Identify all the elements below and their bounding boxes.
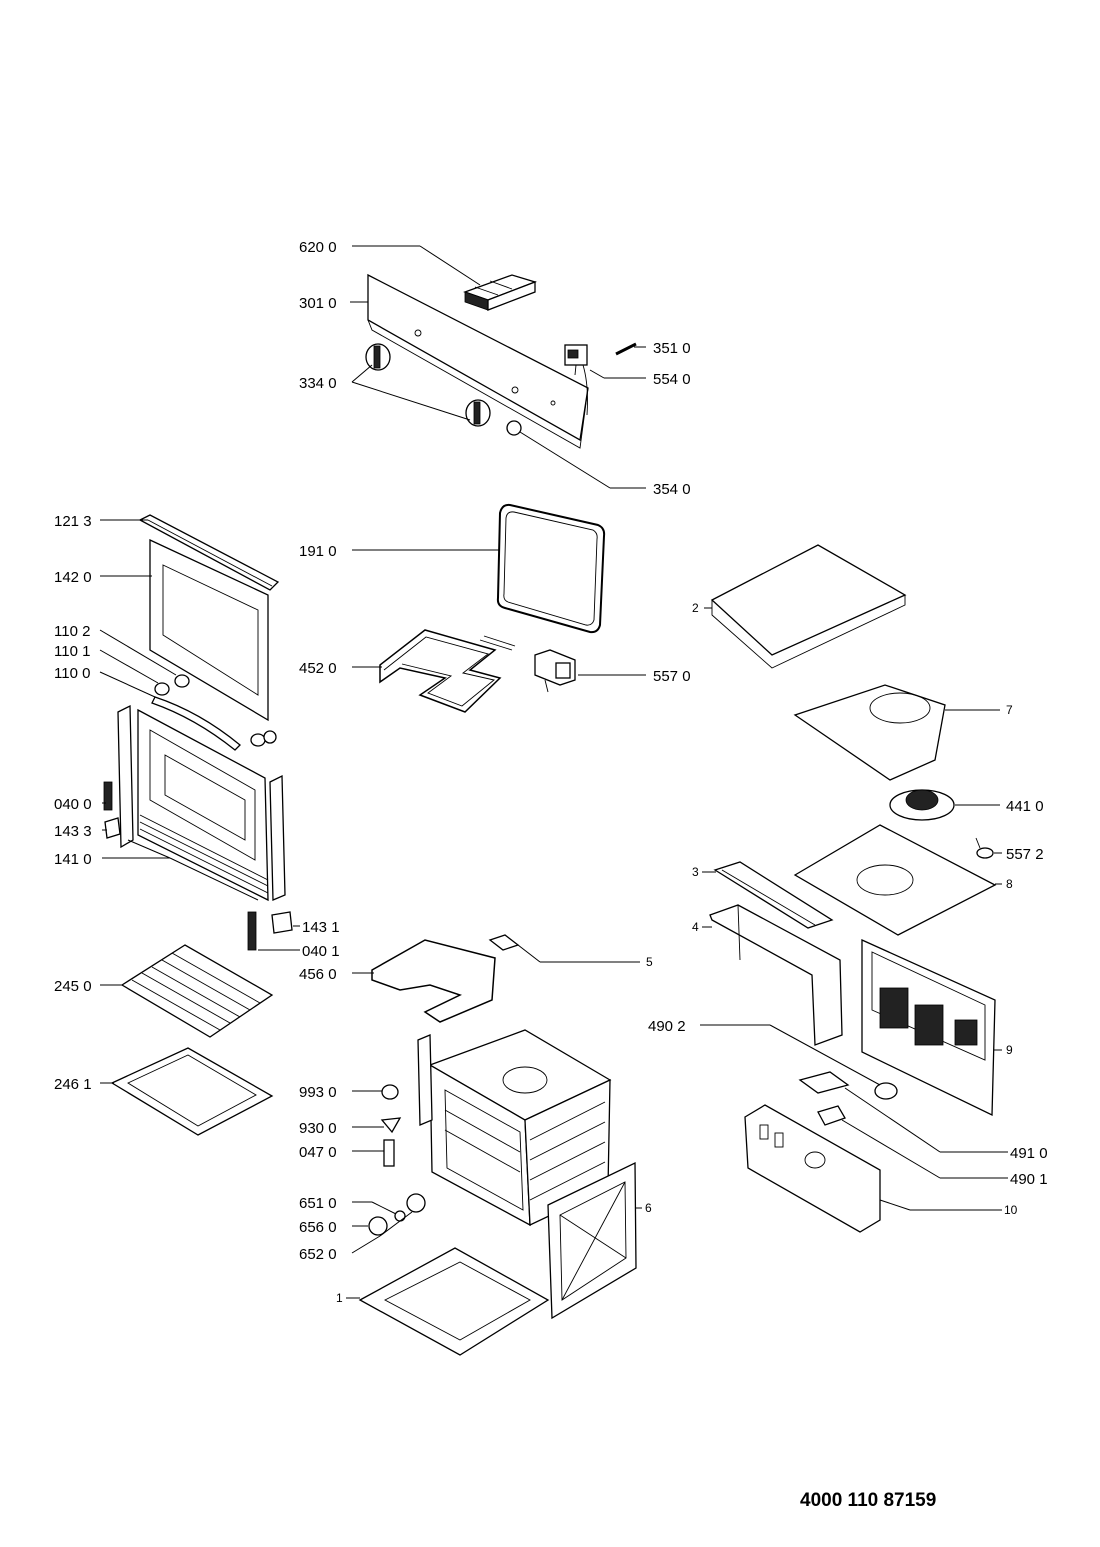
terminal-block bbox=[463, 274, 538, 311]
lower-element bbox=[371, 934, 520, 1023]
label-110-0: 110 0 bbox=[54, 665, 90, 682]
bottom-panel bbox=[358, 1247, 550, 1356]
label-191-0: 191 0 bbox=[299, 543, 337, 560]
label-334-0: 334 0 bbox=[299, 375, 337, 392]
outer-door-glass bbox=[149, 538, 269, 722]
label-5: 5 bbox=[646, 955, 653, 969]
label-490-1: 490 1 bbox=[1010, 1171, 1048, 1188]
door-seal bbox=[496, 503, 606, 634]
label-8: 8 bbox=[1006, 877, 1013, 891]
fan-duct bbox=[793, 684, 946, 781]
top-rail bbox=[713, 861, 834, 929]
label-930-0: 930 0 bbox=[299, 1120, 337, 1137]
label-047-0: 047 0 bbox=[299, 1144, 337, 1161]
knob-base bbox=[406, 1193, 426, 1213]
label-491-0: 491 0 bbox=[1010, 1145, 1048, 1162]
label-651-0: 651 0 bbox=[299, 1195, 337, 1212]
front-panel-frame bbox=[744, 1104, 881, 1233]
label-456-0: 456 0 bbox=[299, 966, 337, 983]
control-knob-upper bbox=[365, 343, 391, 371]
back-panel bbox=[861, 938, 996, 1117]
label-143-1: 143 1 bbox=[302, 919, 340, 936]
label-6: 6 bbox=[645, 1201, 652, 1215]
oven-thermostat bbox=[534, 649, 576, 693]
rear-insulation-panel bbox=[793, 824, 997, 936]
label-452-0: 452 0 bbox=[299, 660, 337, 677]
label-245-0: 245 0 bbox=[54, 978, 92, 995]
control-knob-lower bbox=[465, 399, 491, 427]
label-110-2: 110 2 bbox=[54, 623, 90, 640]
label-3: 3 bbox=[692, 865, 699, 879]
label-554-0: 554 0 bbox=[653, 371, 691, 388]
door-hinge-right bbox=[247, 911, 257, 951]
label-441-0: 441 0 bbox=[1006, 798, 1044, 815]
label-4: 4 bbox=[692, 920, 699, 934]
label-620-0: 620 0 bbox=[299, 239, 337, 256]
label-656-0: 656 0 bbox=[299, 1219, 337, 1236]
hinge-bracket-right bbox=[271, 911, 293, 934]
inner-door-frame bbox=[137, 708, 269, 902]
indicator-lamp bbox=[817, 1105, 846, 1126]
label-110-1: 110 1 bbox=[54, 643, 90, 660]
fan-motor bbox=[889, 789, 955, 821]
label-040-1: 040 1 bbox=[302, 943, 340, 960]
connector-block bbox=[798, 1071, 850, 1094]
side-panel bbox=[547, 1161, 637, 1320]
leader-lines bbox=[99, 245, 1008, 1299]
side-bracket bbox=[709, 904, 843, 1046]
door-top-profile bbox=[138, 514, 280, 591]
label-490-2: 490 2 bbox=[648, 1018, 686, 1035]
knob-cap bbox=[368, 1216, 388, 1236]
baking-tray bbox=[110, 1047, 274, 1136]
label-246-1: 246 1 bbox=[54, 1076, 92, 1093]
top-cover bbox=[710, 544, 907, 669]
door-switch bbox=[383, 1139, 395, 1167]
label-143-3: 143 3 bbox=[54, 823, 92, 840]
lamp-holder bbox=[381, 1084, 399, 1100]
label-557-2: 557 2 bbox=[1006, 846, 1044, 863]
label-121-3: 121 3 bbox=[54, 513, 92, 530]
label-142-0: 142 0 bbox=[54, 569, 92, 586]
selector-switch bbox=[564, 344, 588, 416]
grill-element bbox=[379, 629, 516, 713]
label-351-0: 351 0 bbox=[653, 340, 691, 357]
label-7: 7 bbox=[1006, 703, 1013, 717]
control-panel bbox=[367, 273, 589, 449]
label-354-0: 354 0 bbox=[653, 481, 691, 498]
safety-thermostat bbox=[975, 837, 994, 859]
push-button bbox=[506, 420, 522, 436]
lamp-switch-pin bbox=[615, 342, 637, 356]
lamp-cover bbox=[380, 1117, 402, 1134]
label-040-0: 040 0 bbox=[54, 796, 92, 813]
label-993-0: 993 0 bbox=[299, 1084, 337, 1101]
knob-spring bbox=[394, 1210, 406, 1222]
door-hinge-left bbox=[103, 781, 113, 811]
label-1: 1 bbox=[336, 1291, 343, 1305]
label-557-0: 557 0 bbox=[653, 668, 691, 685]
door-side-rail-left bbox=[117, 704, 134, 849]
label-2: 2 bbox=[692, 601, 699, 615]
door-side-rail-right bbox=[269, 774, 286, 901]
wire-shelf bbox=[120, 944, 274, 1038]
document-number: 4000 110 87159 bbox=[800, 1490, 937, 1511]
temperature-knob bbox=[874, 1082, 898, 1100]
door-handle bbox=[151, 674, 277, 751]
hinge-bracket-left bbox=[104, 817, 121, 839]
label-9: 9 bbox=[1006, 1043, 1013, 1057]
label-141-0: 141 0 bbox=[54, 851, 92, 868]
label-652-0: 652 0 bbox=[299, 1246, 337, 1263]
label-301-0: 301 0 bbox=[299, 295, 337, 312]
label-10: 10 bbox=[1004, 1203, 1018, 1217]
part-labels: 620 0 301 0 351 0 554 0 334 0 354 0 121 … bbox=[54, 239, 1048, 1305]
